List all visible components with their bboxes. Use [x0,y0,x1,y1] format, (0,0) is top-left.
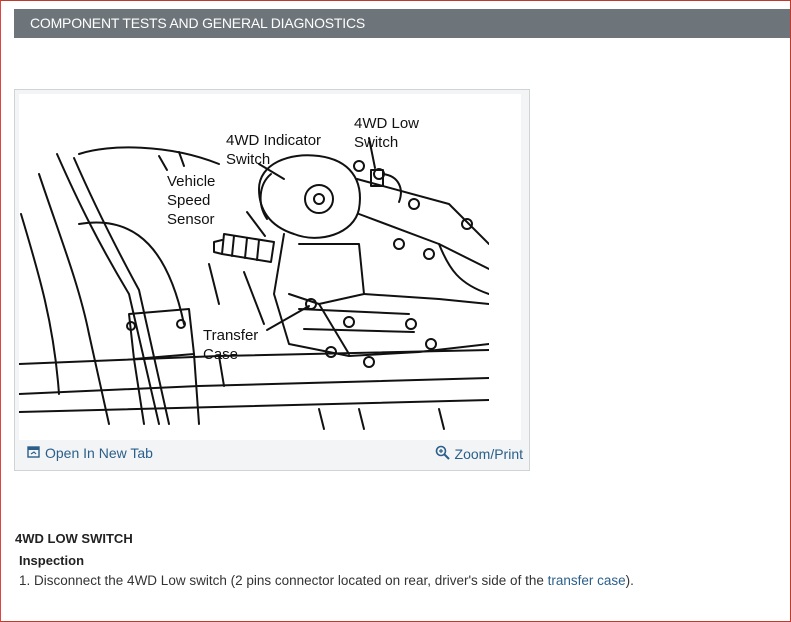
zoom-print-label: Zoom/Print [454,446,523,462]
transfer-case-diagram[interactable]: Vehicle Speed Sensor 4WD Indicator Switc… [18,94,521,440]
section-header: COMPONENT TESTS AND GENERAL DIAGNOSTICS [14,9,790,38]
label-transfer: Transfer [203,327,258,344]
open-tab-label: Open In New Tab [45,445,153,461]
figure-container: Vehicle Speed Sensor 4WD Indicator Switc… [14,89,530,471]
magnifier-icon [435,445,450,463]
label-indicator-switch-1: 4WD Indicator [226,132,321,149]
label-case: Case [203,346,238,363]
label-low-switch-1: 4WD Low [354,115,419,132]
zoom-print-link[interactable]: Zoom/Print [435,445,523,463]
open-tab-icon [27,445,40,461]
step-text-suffix: ). [625,573,634,588]
figure-footer: Open In New Tab Zoom/Print [21,440,523,465]
label-speed: Speed [167,192,210,209]
transfer-case-link[interactable]: transfer case [547,573,626,588]
step-text-prefix: 1. Disconnect the 4WD Low switch (2 pins… [19,573,548,588]
subsection-title: Inspection [19,553,85,568]
inspection-step: 1. Disconnect the 4WD Low switch (2 pins… [19,573,634,588]
label-vehicle: Vehicle [167,173,215,190]
open-in-new-tab-link[interactable]: Open In New Tab [27,445,153,461]
diagram-svg: Vehicle Speed Sensor 4WD Indicator Switc… [18,115,490,430]
label-sensor: Sensor [167,211,215,228]
label-indicator-switch-2: Switch [226,151,270,168]
label-low-switch-2: Switch [354,134,398,151]
section-title: 4WD LOW SWITCH [15,531,133,546]
